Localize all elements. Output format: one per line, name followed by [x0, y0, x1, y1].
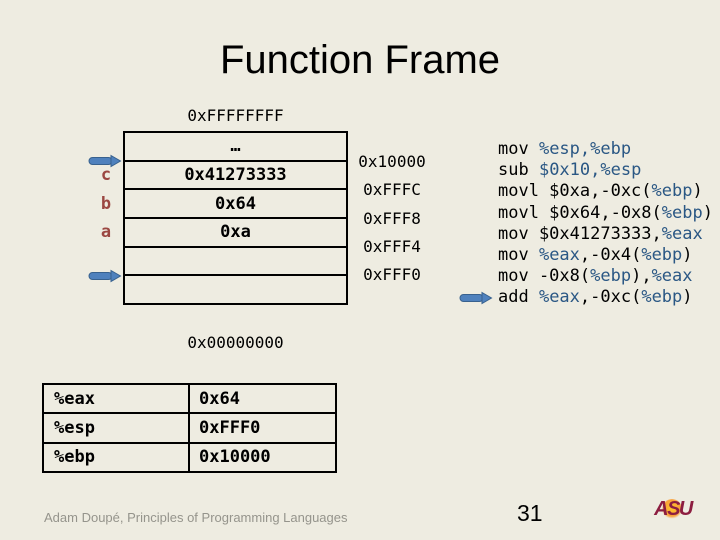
page-number: 31	[517, 500, 543, 526]
assembly-segment: mov	[498, 245, 539, 266]
stack-address: 0x10000	[358, 151, 426, 171]
assembly-segment: %ebp	[651, 181, 693, 202]
assembly-segment: )	[682, 287, 693, 308]
register-row: %ebp 0x10000	[44, 443, 335, 471]
stack-cell	[125, 276, 346, 303]
assembly-line: mov -0x8(%ebp),%eax	[498, 266, 713, 287]
stack-top-address: 0xFFFFFFFF	[187, 106, 284, 125]
sunburst-icon	[662, 499, 682, 519]
assembly-segment: %ebp	[641, 245, 683, 266]
assembly-segment: sub	[498, 160, 539, 181]
assembly-segment: %ebp	[641, 287, 683, 308]
slide-title: Function Frame	[219, 38, 501, 82]
register-value: 0x10000	[199, 447, 271, 468]
assembly-line: add %eax,-0xc(%ebp)	[498, 287, 713, 308]
assembly-segment: add	[498, 287, 539, 308]
stack-cell: 0xa	[125, 219, 346, 248]
assembly-segment: %eax	[538, 287, 580, 308]
register-name: %eax	[44, 385, 190, 413]
asu-logo: ASU	[648, 497, 698, 523]
assembly-segment: movl $0xa,-0xc(	[498, 181, 652, 202]
assembly-segment: %ebp	[661, 202, 703, 223]
register-row: %eax 0x64	[44, 385, 335, 415]
assembly-segment: mov $0x41273333,	[498, 223, 662, 244]
assembly-line: sub $0x10,%esp	[498, 160, 713, 181]
assembly-segment: %eax	[651, 266, 693, 287]
assembly-segment: )	[702, 202, 713, 223]
register-table: %eax 0x64 %esp 0xFFF0 %ebp 0x10000	[42, 383, 337, 473]
stack-bottom-address: 0x00000000	[187, 333, 284, 352]
assembly-segment: %eax	[538, 245, 580, 266]
assembly-line: mov %eax,-0x4(%ebp)	[498, 245, 713, 266]
assembly-segment: ,-0xc(	[579, 287, 642, 308]
register-name: %esp	[44, 414, 190, 442]
esp-pointer-arrow-icon	[88, 269, 122, 283]
stack-address: 0xFFFC	[363, 180, 421, 200]
stack-variable-label: b	[100, 193, 112, 214]
ebp-pointer-arrow-icon	[88, 154, 122, 168]
assembly-segment: ,-0x4(	[579, 245, 642, 266]
assembly-segment: ),	[631, 266, 652, 287]
stack-address: 0xFFF0	[363, 265, 421, 285]
stack-cell: …	[125, 133, 346, 162]
assembly-segment: mov	[498, 139, 539, 159]
assembly-segment: movl $0x64,-0x8(	[498, 202, 662, 223]
assembly-segment: %ebp	[590, 266, 632, 287]
stack-variable-label: a	[100, 222, 112, 243]
instruction-pointer-arrow-icon	[459, 291, 493, 305]
stack-cell: 0x41273333	[125, 162, 346, 191]
register-value: 0x64	[199, 388, 240, 409]
stack-address: 0xFFF8	[363, 208, 421, 228]
assembly-segment: )	[682, 245, 693, 266]
register-row: %esp 0xFFF0	[44, 414, 335, 444]
assembly-segment: )	[692, 181, 703, 202]
assembly-line: mov $0x41273333,%eax	[498, 224, 713, 245]
assembly-line: movl $0xa,-0xc(%ebp)	[498, 181, 713, 202]
register-name: %ebp	[44, 443, 190, 471]
stack-cell	[125, 248, 346, 277]
assembly-segment: %eax	[661, 223, 703, 244]
stack-cell: 0x64	[125, 190, 346, 220]
assembly-line: movl $0x64,-0x8(%ebp)	[498, 203, 713, 224]
stack-variable-label: c	[100, 165, 112, 186]
assembly-segment: %esp,%ebp	[538, 139, 632, 159]
stack-boundary-addresses: 0x10000 0xFFFC 0xFFF8 0xFFF4 0xFFF0	[350, 131, 434, 305]
asu-logo-text: ASU	[654, 498, 693, 520]
footer-credit: Adam Doupé, Principles of Programming La…	[44, 510, 348, 525]
assembly-line: mov %esp,%ebp	[498, 139, 713, 160]
stack-address: 0xFFF4	[363, 236, 421, 256]
assembly-segment: $0x10,%esp	[538, 160, 642, 181]
assembly-segment: mov -0x8(	[498, 266, 591, 287]
register-value: 0xFFF0	[199, 417, 261, 438]
